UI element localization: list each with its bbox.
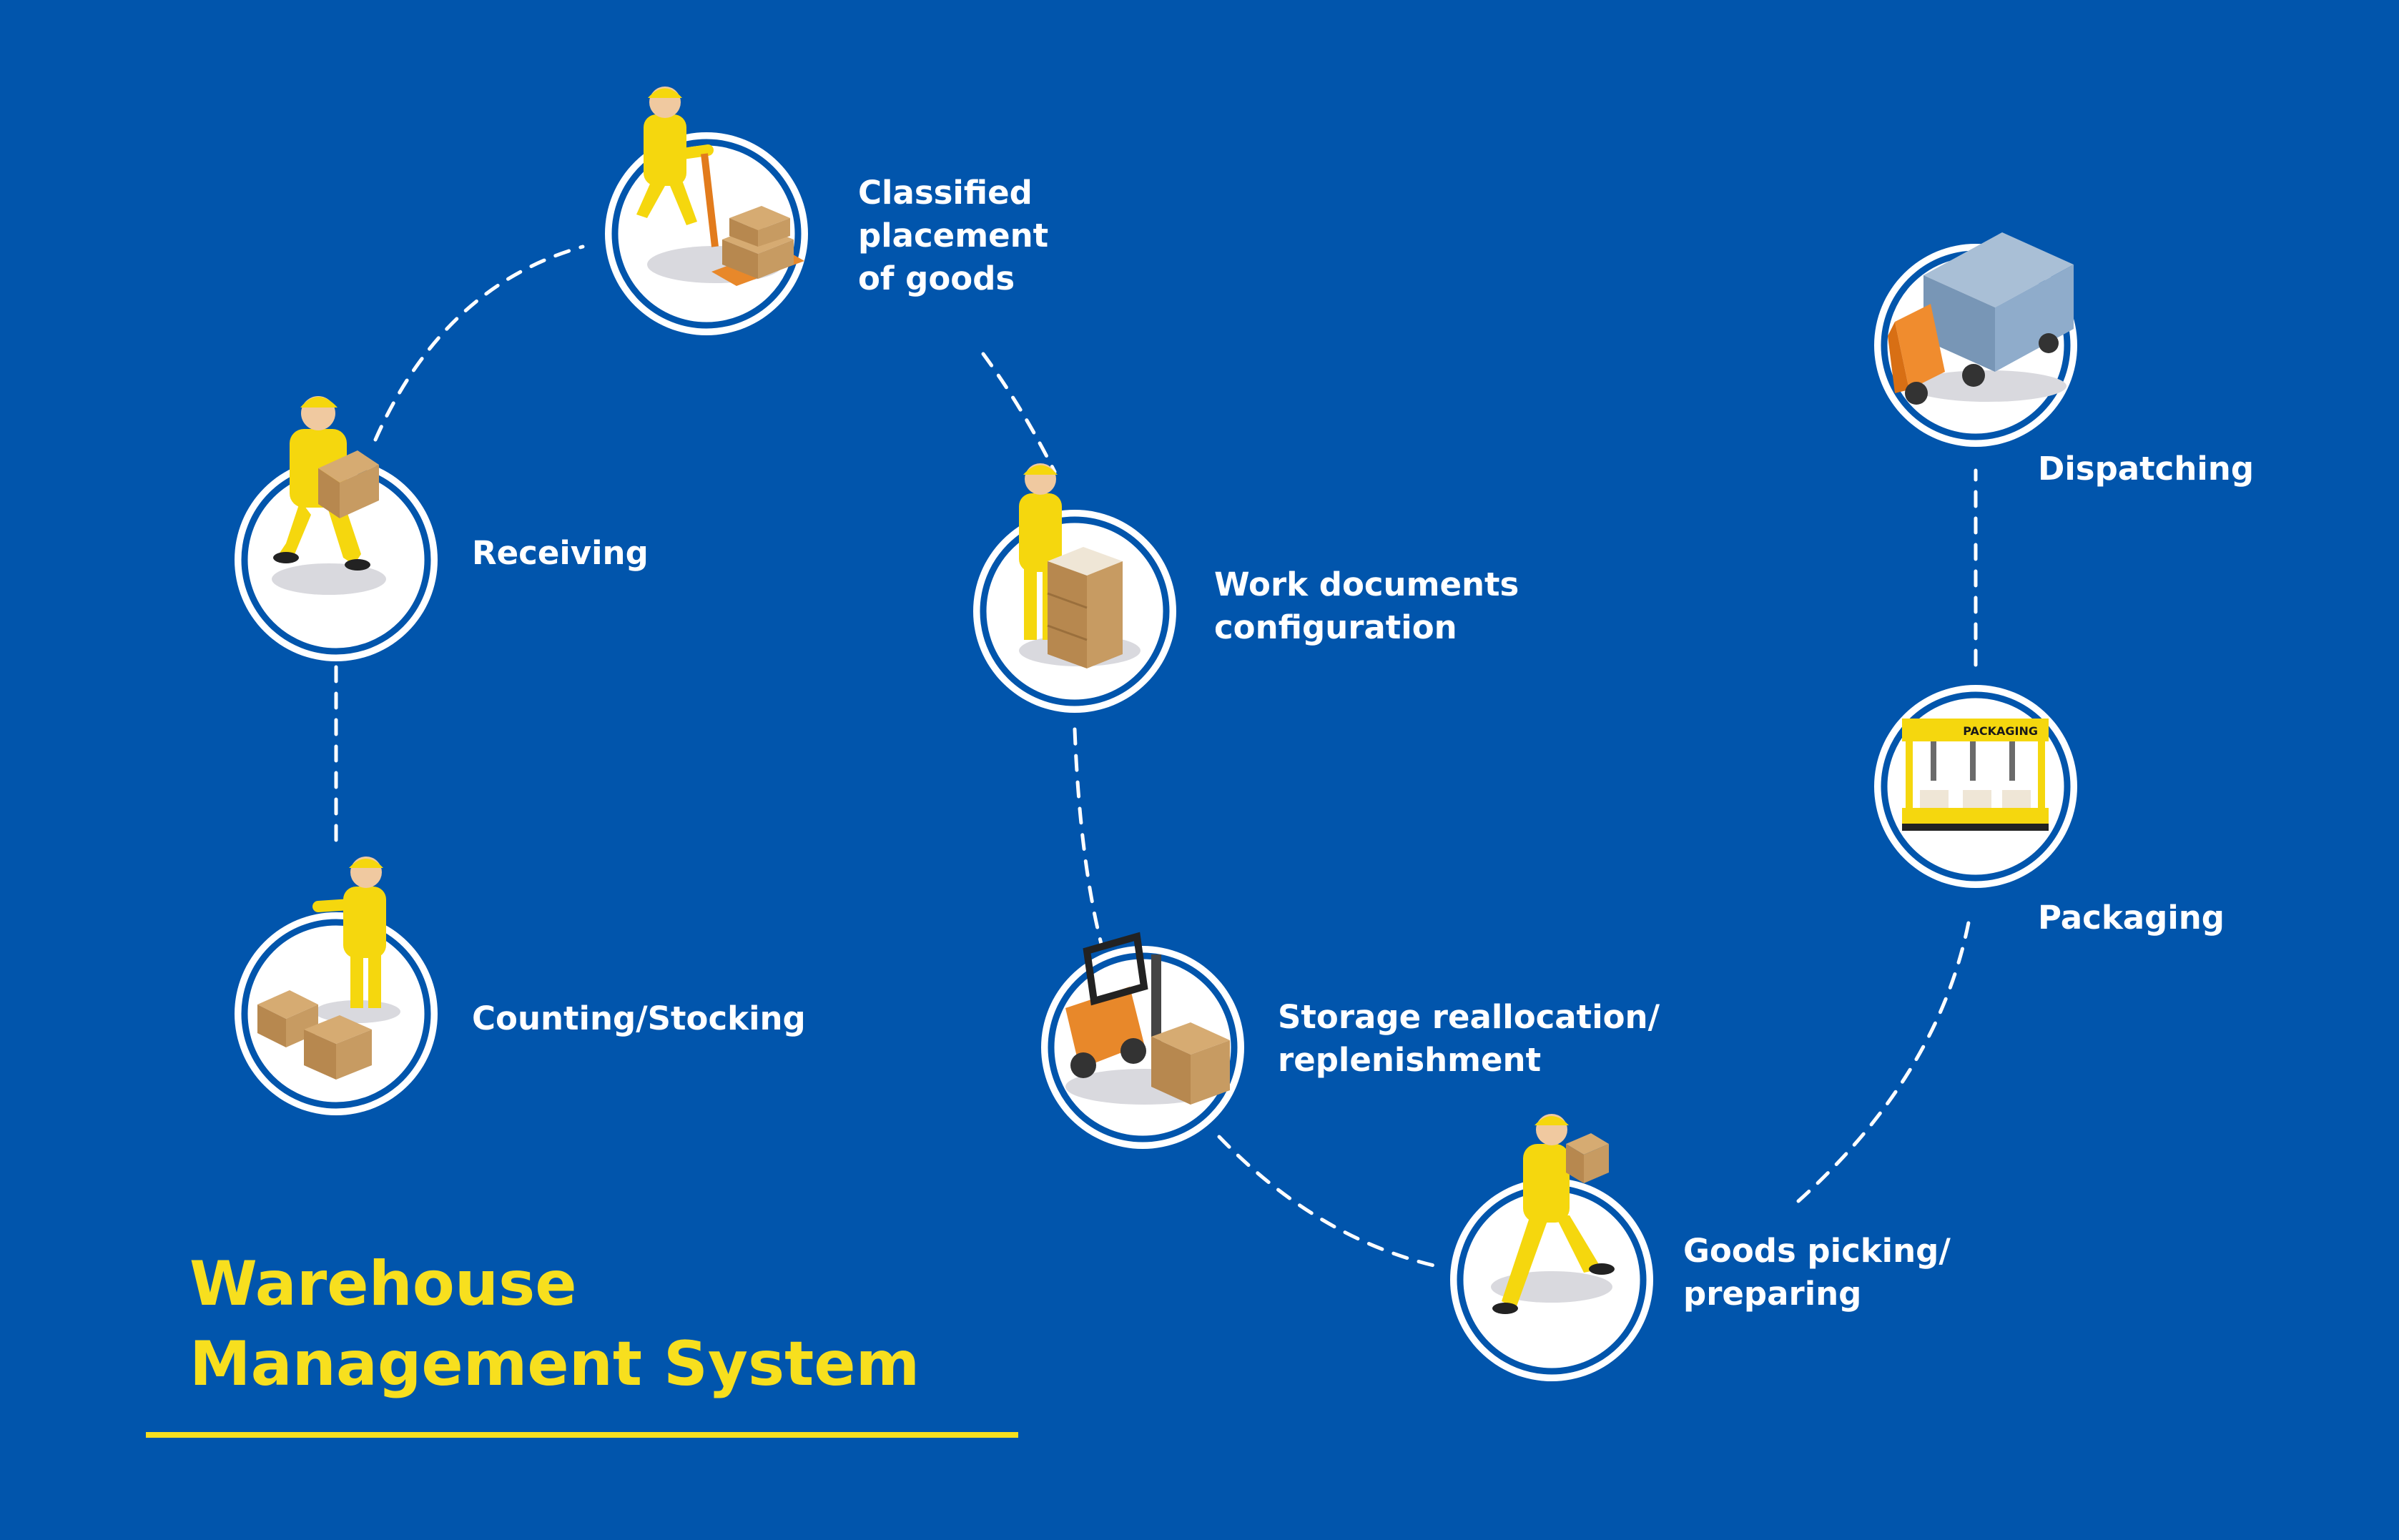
connector-picking-packaging [1796,913,1972,1203]
connector-classified-workdocs [981,352,1057,474]
connector-storage-picking [1217,1135,1436,1268]
delivery-truck-icon [1888,232,2074,405]
step-label-packaging: Packaging [2038,899,2225,937]
step-storage [1041,932,1244,1149]
step-dispatching [1874,232,2077,447]
diagram-title: Warehouse Management System [189,1248,920,1400]
worker-with-box-stack-icon [1019,463,1141,668]
step-ring-receiving [235,458,438,661]
pallet-jack-worker-icon [636,87,804,286]
step-receiving [235,396,438,661]
step-label-receiving: Receiving [472,534,649,572]
step-classified [605,87,808,335]
packaging-machine-label: PACKAGING [1963,724,2038,738]
connector-receiving-classified [373,245,585,442]
step-ring-packaging [1874,685,2077,888]
step-label-classified: Classified placement of goods [858,174,1049,297]
connector-workdocs-storage [1073,727,1103,946]
step-label-picking: Goods picking/ preparing [1683,1232,1951,1313]
worker-carrying-box-icon [272,396,386,595]
step-picking [1450,1114,1653,1381]
step-label-storage: Storage reallocation/ replenishment [1278,998,1660,1079]
step-packaging: PACKAGING [1874,685,2077,888]
flow-connectors [334,245,1978,1268]
worker-walking-with-box-icon [1491,1114,1615,1314]
step-counting [235,857,438,1115]
forklift-icon [1065,932,1230,1105]
title-underline [146,1432,1018,1438]
step-label-dispatching: Dispatching [2038,450,2255,488]
packaging-machine-icon: PACKAGING [1902,719,2049,831]
step-workdocs [973,463,1176,713]
step-label-counting: Counting/Stocking [472,999,806,1037]
step-label-workdocs: Work documents configuration [1214,566,1519,646]
worker-counting-boxes-icon [257,857,400,1080]
